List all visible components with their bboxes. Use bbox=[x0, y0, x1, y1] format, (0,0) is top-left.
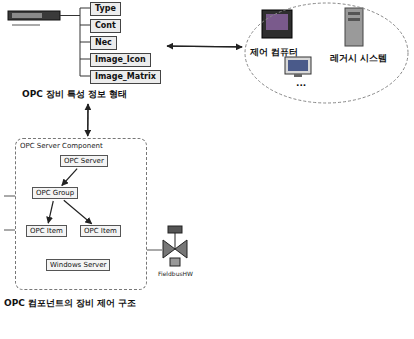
server-icon bbox=[345, 8, 363, 46]
node-label: OPC 장비 특성 정보 형태 bbox=[22, 88, 127, 101]
connector-arrow bbox=[62, 169, 77, 186]
dashed-ellipse bbox=[245, 3, 408, 103]
attribute-box: Nec bbox=[90, 36, 117, 50]
item-box: OPC Item bbox=[80, 225, 121, 237]
system-region: 제어 컴퓨터 레거시 시스템... bbox=[244, 2, 410, 106]
bracket-lines bbox=[60, 8, 90, 76]
attribute-box: Type bbox=[90, 2, 121, 16]
box-text: OPC Item bbox=[30, 227, 63, 235]
box-text: Type bbox=[95, 4, 116, 14]
device-icon bbox=[8, 11, 60, 25]
monitor-icon bbox=[285, 57, 311, 77]
connector-arrow bbox=[167, 45, 242, 47]
box-text: OPC Item bbox=[84, 227, 117, 235]
valve-symbol bbox=[163, 226, 187, 266]
os-box: Windows Server bbox=[46, 259, 110, 271]
connector-arrow bbox=[48, 201, 53, 223]
node-label: 레거시 시스템 bbox=[330, 52, 387, 65]
node-label: OPC 컴포넌트의 장비 제어 구조 bbox=[4, 297, 136, 310]
attribute-group: TypeContNecImage_IconImage_MatrixOPC 장비 … bbox=[0, 0, 165, 102]
box-text: Nec bbox=[95, 38, 112, 48]
connector-arrow bbox=[87, 104, 88, 136]
node-label: ... bbox=[296, 78, 306, 88]
group-box: OPC Group bbox=[32, 187, 78, 199]
box-text: OPC Group bbox=[36, 189, 74, 197]
box-text: OPC Server bbox=[64, 157, 104, 165]
node-label: 제어 컴퓨터 bbox=[250, 46, 298, 59]
attribute-box: Image_Matrix bbox=[90, 70, 161, 84]
box-text: Cont bbox=[95, 21, 116, 31]
component-box: OPC ServerOPC GroupOPC Item OPC ItemWindo… bbox=[15, 138, 147, 290]
server-box: OPC Server bbox=[60, 155, 108, 167]
attribute-box: Image_Icon bbox=[90, 53, 151, 67]
node-label: OPC Server Component bbox=[20, 142, 103, 150]
device-label: FieldbusHW bbox=[158, 270, 193, 277]
computer-icon bbox=[262, 10, 292, 38]
box-text: Image_Icon bbox=[95, 55, 146, 65]
io-stubs bbox=[4, 196, 162, 250]
box-text: Windows Server bbox=[50, 261, 106, 269]
connector-arrow bbox=[87, 104, 88, 136]
connector-arrow bbox=[167, 45, 242, 47]
attribute-box: Cont bbox=[90, 19, 121, 33]
box-text: Image_Matrix bbox=[95, 72, 156, 82]
item-box: OPC Item bbox=[26, 225, 67, 237]
connector-arrow bbox=[64, 200, 92, 223]
